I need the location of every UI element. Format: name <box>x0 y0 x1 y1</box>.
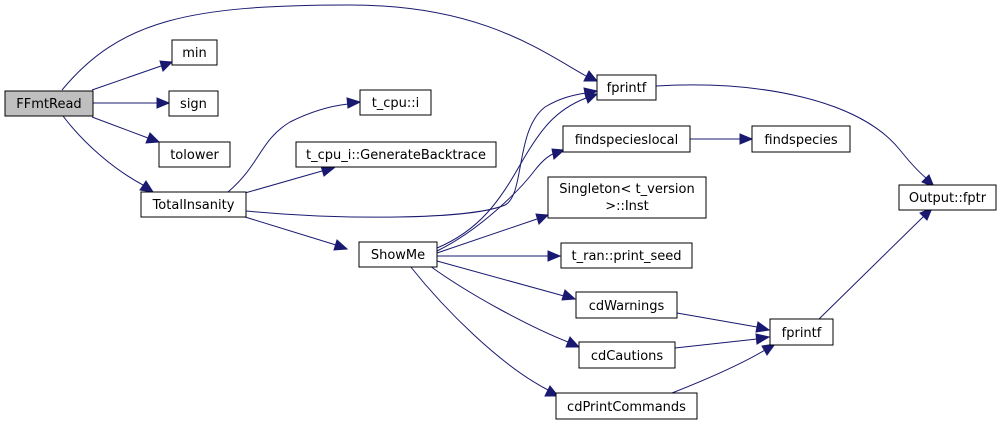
node-sign-label: sign <box>180 97 207 112</box>
edge-showme-cdwarnings <box>436 260 577 301</box>
edge-totalinsanity-showme <box>244 216 349 251</box>
node-fprintf-top[interactable]: fprintf <box>596 74 657 101</box>
edge-cdprintcommands-fprintf-bottom <box>671 343 777 394</box>
edge-showme-fprintf-top <box>436 93 599 249</box>
edge-ffmtread-totalinsanity <box>62 115 155 193</box>
node-singleton-label-line2: >::Inst <box>605 199 649 214</box>
edge-ffmtread-fprintf-top <box>61 4 599 91</box>
node-printseed-label: t_ran::print_seed <box>572 249 682 264</box>
node-generatebacktrace-label: t_cpu_i::GenerateBacktrace <box>306 148 486 163</box>
node-cdprintcommands-label: cdPrintCommands <box>567 400 686 415</box>
node-tcpui[interactable]: t_cpu::i <box>359 89 432 116</box>
node-outputfptr[interactable]: Output::fptr <box>898 184 997 211</box>
edge-ffmtread-tolower <box>91 116 161 144</box>
node-showme-label: ShowMe <box>371 248 425 263</box>
node-findspecies[interactable]: findspecies <box>751 125 851 153</box>
node-printseed[interactable]: t_ran::print_seed <box>560 242 693 269</box>
node-findspecieslocal-label: findspecieslocal <box>575 133 679 148</box>
node-fprintf-bottom-label: fprintf <box>782 326 822 341</box>
node-tolower-label: tolower <box>170 148 219 163</box>
node-totalinsanity[interactable]: TotalInsanity <box>140 191 247 218</box>
node-min-label: min <box>182 46 207 61</box>
node-findspecieslocal[interactable]: findspecieslocal <box>562 125 691 153</box>
node-totalinsanity-label: TotalInsanity <box>152 198 235 213</box>
node-fprintf-top-label: fprintf <box>607 81 647 96</box>
node-cdcautions-label: cdCautions <box>591 349 664 364</box>
node-generatebacktrace[interactable]: t_cpu_i::GenerateBacktrace <box>295 141 497 168</box>
node-tolower[interactable]: tolower <box>158 141 231 168</box>
node-cdprintcommands[interactable]: cdPrintCommands <box>555 392 698 420</box>
node-findspecies-label: findspecies <box>764 133 837 148</box>
edge-cdwarnings-fprintf-bottom <box>676 312 771 333</box>
edge-findspecieslocal-findspecies <box>690 133 754 145</box>
node-cdwarnings[interactable]: cdWarnings <box>575 291 678 319</box>
edge-cdcautions-fprintf-bottom <box>674 333 771 349</box>
edge-totalinsanity-tcpui <box>227 97 362 193</box>
edge-fprintf-bottom-outputfptr <box>817 207 933 321</box>
node-showme[interactable]: ShowMe <box>358 241 438 268</box>
edge-showme-singleton <box>436 213 550 254</box>
node-fprintf-bottom[interactable]: fprintf <box>769 318 834 346</box>
edge-ffmtread-sign <box>92 97 171 109</box>
edge-showme-findspecieslocal <box>436 148 566 252</box>
node-cdcautions[interactable]: cdCautions <box>578 341 676 369</box>
nodes: FFmtRead min sign tolower TotalInsanity … <box>4 39 997 420</box>
edge-totalinsanity-generatebacktrace <box>244 165 336 194</box>
node-cdwarnings-label: cdWarnings <box>589 299 665 314</box>
node-ffmtread-label: FFmtRead <box>16 97 81 112</box>
node-min[interactable]: min <box>171 39 218 66</box>
node-outputfptr-label: Output::fptr <box>909 191 987 206</box>
node-tcpui-label: t_cpu::i <box>372 96 420 111</box>
node-ffmtread: FFmtRead <box>4 90 94 117</box>
edge-ffmtread-min <box>91 60 174 91</box>
node-sign[interactable]: sign <box>168 90 219 117</box>
edge-showme-printseed <box>437 250 562 262</box>
node-singleton[interactable]: Singleton< t_version >::Inst <box>547 176 707 219</box>
edge-showme-cdcautions <box>429 265 581 348</box>
node-singleton-label-line1: Singleton< t_version <box>559 182 695 197</box>
edge-showme-cdprintcommands <box>409 265 560 397</box>
edges <box>61 4 935 397</box>
